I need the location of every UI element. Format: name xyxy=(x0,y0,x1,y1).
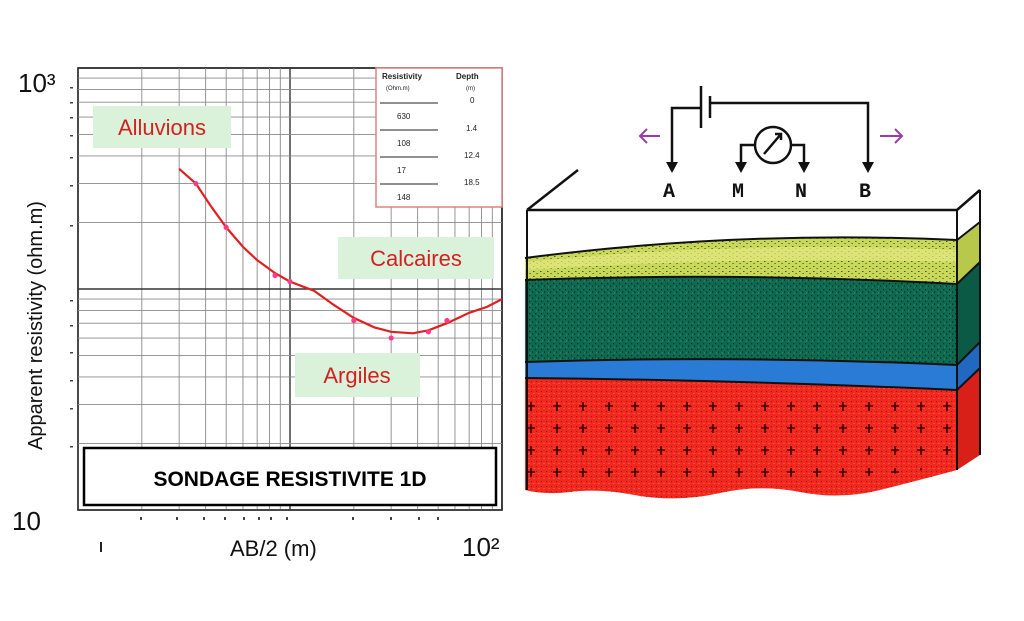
meter-wire-left xyxy=(739,143,755,165)
annotation-argiles-bg xyxy=(295,353,420,397)
y-tick-top: 10³ xyxy=(18,68,56,98)
electrode-a-label: A xyxy=(663,181,675,204)
measured-point xyxy=(272,272,278,279)
sounding-chart: 10³ 10 10² AB/2 (m) Apparent resistivity… xyxy=(12,67,503,562)
electrode-labels: A M N B xyxy=(663,181,871,204)
front-face xyxy=(525,237,957,499)
annotation-argiles-text: Argiles xyxy=(323,363,390,388)
measured-point xyxy=(388,335,394,341)
measured-point xyxy=(425,329,432,335)
electrode-arrows xyxy=(666,162,874,173)
electrode-b-arrow-icon xyxy=(862,162,874,173)
boundary-soil-green xyxy=(524,261,981,286)
table-resistivity-4: 148 xyxy=(397,193,411,202)
table-depth-3: 12.4 xyxy=(464,151,480,160)
layer-table: Resistivity (Ohm.m) Depth (m) 630 108 17… xyxy=(375,67,503,208)
annotation-alluvions-bg xyxy=(93,106,231,148)
block-top-back-edge xyxy=(526,169,579,211)
layer-top-band xyxy=(525,246,957,270)
ohmmeter-needle-icon xyxy=(763,132,783,155)
side-layer-red xyxy=(957,368,980,470)
measured-point xyxy=(223,224,229,230)
ohmmeter-icon xyxy=(753,125,793,165)
arrow-left-icon xyxy=(638,128,660,144)
electrode-a-arrow-icon xyxy=(666,162,678,173)
layer-blue xyxy=(525,359,957,390)
annotation-calcaires-text: Calcaires xyxy=(370,246,462,271)
circuit-wire-left xyxy=(670,106,700,165)
boundary-green-blue xyxy=(524,341,981,367)
electrode-m-label: M xyxy=(732,181,744,204)
title-box: SONDAGE RESISTIVITE 1D xyxy=(82,446,498,507)
block-top-surface xyxy=(526,169,981,212)
table-depth-1: 0 xyxy=(470,96,475,105)
table-depth-4: 18.5 xyxy=(464,178,480,187)
annotation-argiles: Argiles xyxy=(295,353,420,397)
measured-point xyxy=(287,279,293,285)
table-resistivity-2: 108 xyxy=(397,139,411,148)
layer-red-crosses xyxy=(525,395,957,482)
electrode-b-label: B xyxy=(859,181,871,204)
side-layer-green xyxy=(957,262,980,365)
expansion-arrows xyxy=(638,128,904,144)
side-layer-blue xyxy=(957,342,980,390)
block-outline xyxy=(524,190,981,490)
y-tick-bottom: 10 xyxy=(12,506,41,536)
grid-horizontal xyxy=(78,77,502,511)
side-face xyxy=(957,222,980,470)
measured-point xyxy=(444,317,450,324)
x-tick-right: 10² xyxy=(462,532,500,562)
table-resistivity-3: 17 xyxy=(397,166,406,175)
block-top-right-edge xyxy=(956,189,981,211)
table-resistivity-1: 630 xyxy=(397,112,411,121)
annotation-calcaires: Calcaires xyxy=(338,237,494,279)
geological-block-diagram: A M N B xyxy=(524,86,981,499)
electrode-n-arrow-icon xyxy=(798,162,810,173)
table-unit-depth: (m) xyxy=(466,86,475,92)
measured-points xyxy=(193,180,450,341)
x-axis-label: AB/2 (m) xyxy=(230,536,317,561)
table-header-resistivity: Resistivity xyxy=(382,72,423,81)
side-layer-soil xyxy=(957,222,980,284)
boundary-top-soil xyxy=(524,221,981,259)
chart-title: SONDAGE RESISTIVITE 1D xyxy=(153,468,426,491)
arrow-right-icon xyxy=(880,128,904,144)
electrode-n-label: N xyxy=(795,181,807,204)
layer-green-texture xyxy=(525,276,957,365)
circuit-wire-right xyxy=(710,101,870,165)
minor-tick-marks xyxy=(70,87,439,520)
electrode-m-arrow-icon xyxy=(735,162,747,173)
annotation-alluvions: Alluvions xyxy=(93,106,231,148)
y-axis-label: Apparent resistivity (ohm.m) xyxy=(25,201,47,450)
table-header-depth: Depth xyxy=(456,72,479,81)
measured-point xyxy=(193,180,199,187)
measured-point xyxy=(351,317,357,324)
survey-circuit xyxy=(670,86,870,165)
annotation-calcaires-bg xyxy=(338,237,494,279)
annotation-alluvions-text: Alluvions xyxy=(118,115,206,140)
x-axis-origin-tick xyxy=(100,542,102,552)
table-unit-resistivity: (Ohm.m) xyxy=(386,86,410,92)
title-box-frame xyxy=(82,446,498,507)
table-depth-2: 1.4 xyxy=(466,124,478,133)
meter-wire-right xyxy=(791,143,806,165)
boundary-blue-red xyxy=(524,367,981,392)
